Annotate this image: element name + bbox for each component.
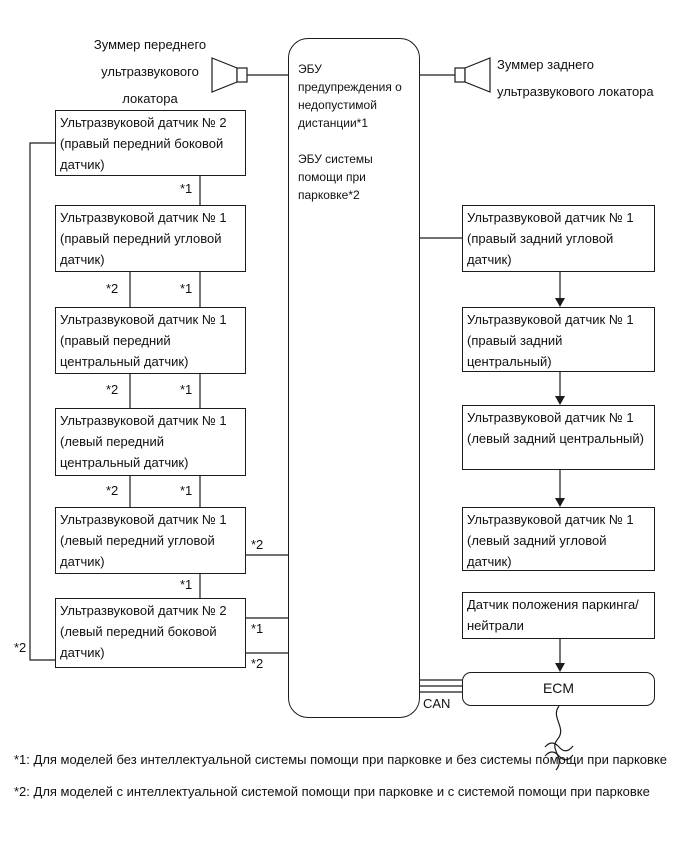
front-sensor-box-1: Ультразвуковой датчик № 2 (правый передн… bbox=[55, 110, 246, 176]
clearance-warning-ecu-label: ЭБУ предупреждения о недопустимой дистан… bbox=[298, 62, 402, 130]
line-label-l5-l6: *1 bbox=[180, 577, 193, 592]
line-label-l1-l2: *1 bbox=[180, 181, 193, 196]
main-ecu-box: ЭБУ предупреждения о недопустимой дистан… bbox=[288, 38, 420, 718]
ecm-box: ECM bbox=[462, 672, 655, 706]
can-bus-label: CAN bbox=[423, 696, 451, 711]
line-label-left-rail: *2 bbox=[14, 640, 27, 655]
footnote-2: *2: Для моделей с интеллектуальной систе… bbox=[14, 784, 650, 799]
rear-buzzer-label: Зуммер заднего ультразвукового локатора bbox=[497, 57, 654, 99]
line-label-l6-to-ecu-bottom: *2 bbox=[251, 656, 264, 671]
front-sensor-box-6: Ультразвуковой датчик № 2 (левый передни… bbox=[55, 598, 246, 668]
connector-lines bbox=[29, 74, 462, 661]
line-label-l3-l4-left: *2 bbox=[106, 382, 119, 397]
line-label-l3-l4-right: *1 bbox=[180, 382, 193, 397]
harness-break-squiggle-icon bbox=[544, 705, 574, 771]
park-neutral-sensor-box: Датчик положения паркинга/нейтрали bbox=[462, 592, 655, 639]
footnote-1: *1: Для моделей без интеллектуальной сис… bbox=[14, 752, 667, 767]
line-label-l4-l5-left: *2 bbox=[106, 483, 119, 498]
parking-assist-ecu-label: ЭБУ системы помощи при парковке*2 bbox=[298, 152, 373, 202]
rear-sensor-box-2: Ультразвуковой датчик № 1 (правый задний… bbox=[462, 307, 655, 372]
front-sensor-box-5: Ультразвуковой датчик № 1 (левый передни… bbox=[55, 507, 246, 574]
front-sensor-box-3: Ультразвуковой датчик № 1 (правый передн… bbox=[55, 307, 246, 374]
rear-buzzer-speaker-icon bbox=[454, 57, 491, 93]
line-label-l2-l3-left: *2 bbox=[106, 281, 119, 296]
line-label-l2-l3-right: *1 bbox=[180, 281, 193, 296]
can-bus-lines bbox=[420, 679, 462, 693]
line-label-l5-to-ecu: *2 bbox=[251, 537, 264, 552]
rear-sensor-box-1: Ультразвуковой датчик № 1 (правый задний… bbox=[462, 205, 655, 272]
rear-sensor-box-4: Ультразвуковой датчик № 1 (левый задний … bbox=[462, 507, 655, 571]
front-buzzer-label: Зуммер переднего ультразвукового локатор… bbox=[93, 37, 207, 106]
front-sensor-box-4: Ультразвуковой датчик № 1 (левый передни… bbox=[55, 408, 246, 476]
flow-arrows bbox=[555, 272, 565, 672]
rear-sensor-box-3: Ультразвуковой датчик № 1 (левый задний … bbox=[462, 405, 655, 470]
front-sensor-box-2: Ультразвуковой датчик № 1 (правый передн… bbox=[55, 205, 246, 272]
line-label-l4-l5-right: *1 bbox=[180, 483, 193, 498]
line-label-l6-to-ecu-top: *1 bbox=[251, 621, 264, 636]
front-buzzer-speaker-icon bbox=[211, 57, 248, 93]
